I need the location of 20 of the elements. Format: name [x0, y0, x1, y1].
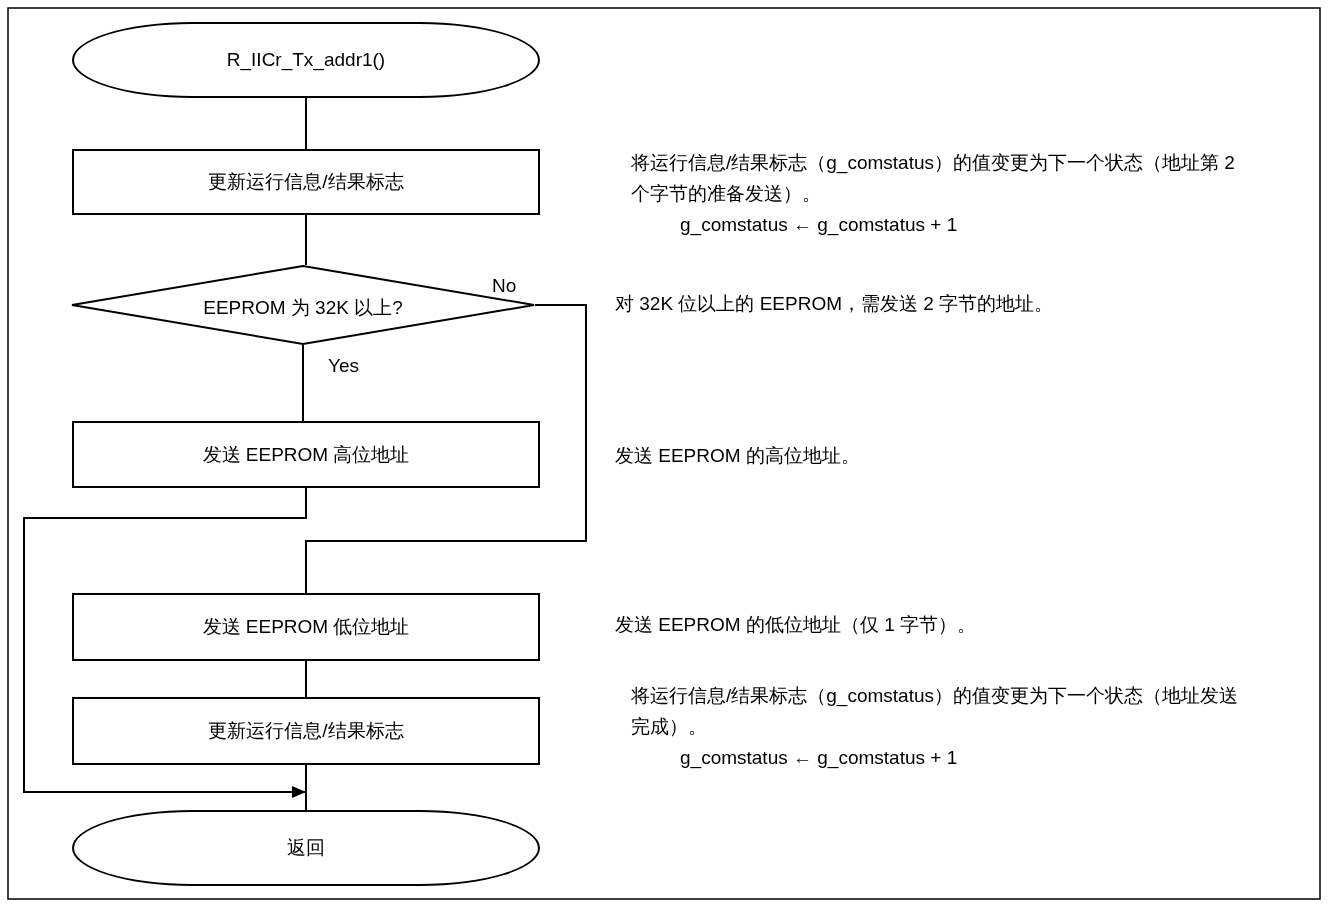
annotation-text: 发送 EEPROM 的低位地址（仅 1 字节）。 — [615, 613, 977, 637]
annotation-text: 将运行信息/结果标志（g_comstatus）的值变更为下一个状态（地址发送完成）。 — [631, 684, 1239, 739]
annotation-text: g_comstatus ← g_comstatus + 1 — [680, 213, 958, 238]
process-box: 发送 EEPROM 低位地址 — [72, 593, 540, 661]
terminal-shape: 返回 — [72, 810, 540, 886]
connector-line — [305, 214, 307, 266]
process-box: 发送 EEPROM 高位地址 — [72, 421, 540, 488]
connector-line — [305, 764, 307, 811]
connector-line — [302, 344, 304, 422]
annotation-text: g_comstatus ← g_comstatus + 1 — [680, 746, 958, 771]
process-box: 更新运行信息/结果标志 — [72, 149, 540, 215]
annotation-text: 发送 EEPROM 的高位地址。 — [615, 444, 860, 468]
connector-line — [305, 97, 307, 150]
process-box: 更新运行信息/结果标志 — [72, 697, 540, 765]
connector-line — [305, 304, 587, 594]
annotation-text: 将运行信息/结果标志（g_comstatus）的值变更为下一个状态（地址第 2 个字节的准备发送）。 — [631, 151, 1236, 206]
annotation-text: 对 32K 位以上的 EEPROM，需发送 2 字节的地址。 — [615, 292, 1054, 316]
arrow — [23, 487, 307, 798]
connector-line — [305, 660, 307, 698]
terminal-shape: R_IICr_Tx_addr1() — [72, 22, 540, 98]
